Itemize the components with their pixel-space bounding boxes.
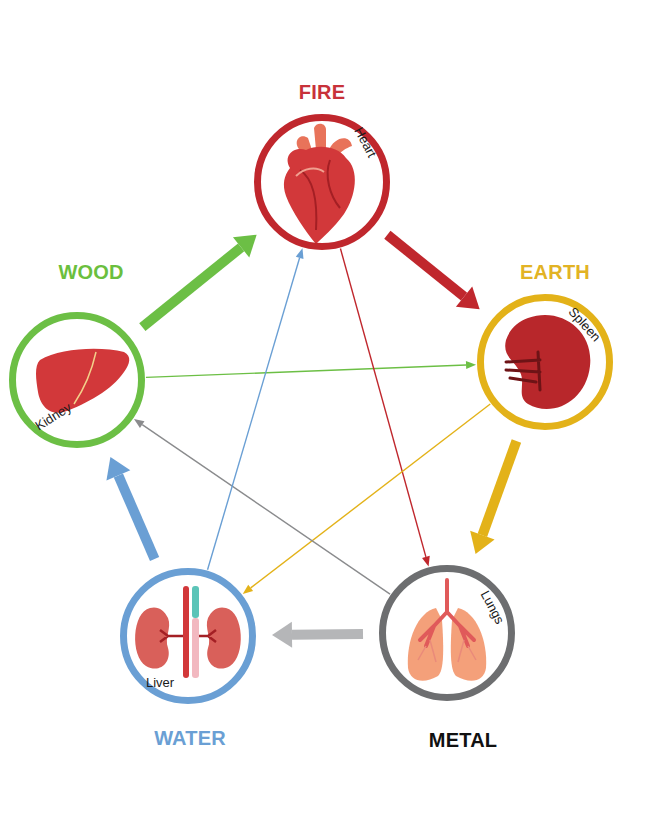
spleen-illustration (505, 315, 590, 409)
liver-illustration (36, 349, 129, 413)
controlling-arrow (340, 248, 429, 566)
circle-outline (379, 565, 515, 701)
organ-label: Lungs (478, 588, 508, 626)
arrow-head (466, 361, 476, 369)
arrow-head (243, 585, 253, 594)
element-circle: WATERLiver (120, 568, 256, 704)
arrow-shaft (292, 629, 363, 640)
arrow-head (272, 622, 292, 648)
circle-ring (13, 316, 142, 445)
arrow-shaft (251, 404, 491, 588)
arrow-shaft (208, 258, 300, 570)
element-circle: WOODKidney (9, 312, 145, 448)
circle-ring (383, 569, 512, 698)
lungs-illustration (408, 580, 486, 681)
element-heading-box: FIRE (299, 81, 345, 104)
arrow-shaft (482, 441, 516, 535)
circle-outline (9, 312, 145, 448)
arrow-head (470, 531, 494, 554)
generating-arrow (142, 235, 256, 327)
circle-ring (481, 298, 610, 427)
element-heading: WOOD (58, 261, 123, 284)
controlling-arrow (146, 361, 476, 377)
element-heading-box: METAL (429, 729, 497, 752)
arrow-shaft (387, 235, 464, 297)
generating-arrow (106, 457, 154, 559)
generating-arrow (272, 622, 363, 648)
controlling-arrow (208, 248, 304, 570)
element-heading: WATER (154, 727, 226, 750)
arrow-shaft (118, 475, 154, 559)
arrow-shaft (146, 365, 466, 377)
heart-illustration (284, 124, 355, 244)
element-heading-box: WATER (154, 727, 226, 750)
arrow-head (233, 235, 257, 258)
kidneys-illustration (135, 586, 241, 678)
element-heading: EARTH (520, 261, 590, 284)
generating-arrow (470, 441, 516, 554)
organ-label-box: Liver (146, 673, 174, 691)
organ-label: Heart (351, 125, 379, 160)
generating-arrow (387, 235, 479, 309)
element-circle: FIREHeart (254, 114, 390, 250)
circle-ring (258, 118, 387, 247)
element-heading-box: EARTH (520, 261, 590, 284)
circle-ring (124, 572, 253, 701)
arrow-head (456, 287, 480, 310)
element-heading: METAL (429, 729, 497, 752)
controlling-arrow (134, 419, 390, 594)
element-circle: EARTHSpleen (477, 294, 613, 430)
circle-outline (477, 294, 613, 430)
element-heading: FIRE (299, 81, 345, 104)
arrow-head (134, 419, 145, 428)
arrow-head (422, 556, 430, 567)
arrow-shaft (340, 248, 425, 556)
organ-label: Liver (146, 675, 174, 690)
organ-label: Kidney (32, 400, 74, 434)
arrow-head (296, 248, 304, 259)
arrow-head (106, 457, 130, 481)
arrow-shaft (142, 247, 241, 327)
circle-outline (120, 568, 256, 704)
element-heading-box: WOOD (58, 261, 123, 284)
element-circle: METALLungs (379, 565, 515, 701)
organ-label: Spleen (566, 304, 604, 344)
organ-label-box: Kidney (31, 398, 74, 434)
